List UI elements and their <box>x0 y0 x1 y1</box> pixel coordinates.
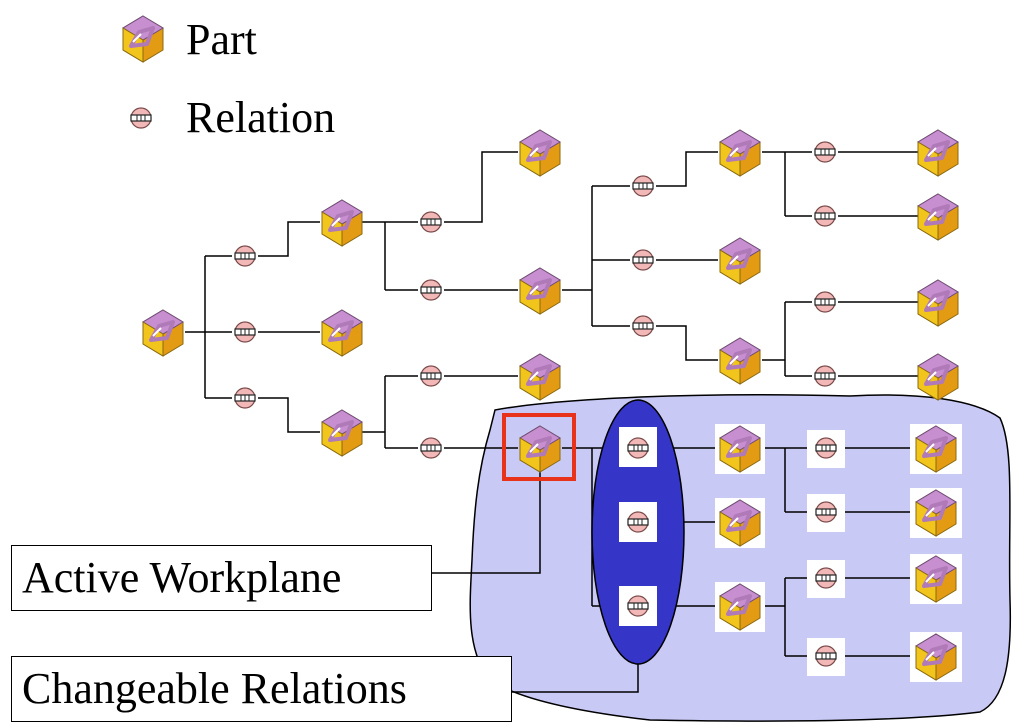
relation-icon <box>234 245 256 267</box>
tree-connectors <box>185 151 918 693</box>
part-icon <box>320 308 364 358</box>
active-workplane-callout: Active Workplane <box>11 545 432 611</box>
relation-icon <box>234 387 256 409</box>
part-icon <box>320 408 364 458</box>
relation-icon <box>815 567 837 589</box>
relation-icon <box>632 249 654 271</box>
part-icon-root <box>141 308 185 358</box>
part-icon <box>916 128 960 178</box>
part-icon <box>518 128 562 178</box>
active-workplane-highlight <box>502 413 576 481</box>
relation-icon <box>814 291 836 313</box>
relation-icon <box>420 279 442 301</box>
relation-icon <box>815 437 837 459</box>
part-icon <box>518 352 562 402</box>
part-icon <box>916 278 960 328</box>
relation-icon <box>234 321 256 343</box>
part-icon <box>718 128 762 178</box>
relation-icon <box>814 365 836 387</box>
relation-icon <box>420 437 442 459</box>
relation-icon-changeable <box>627 437 649 459</box>
part-icon <box>718 236 762 286</box>
relation-icon <box>632 315 654 337</box>
legend-part-label: Part <box>186 15 257 64</box>
part-icon <box>518 266 562 316</box>
legend-relation-label: Relation <box>186 93 336 142</box>
relation-icon-changeable <box>627 595 649 617</box>
relation-icon-changeable <box>627 511 649 533</box>
legend-part-icon <box>121 14 165 64</box>
relation-icon <box>815 501 837 523</box>
relation-icon <box>815 645 837 667</box>
part-icon <box>320 198 364 248</box>
relation-icon <box>632 175 654 197</box>
relation-icon <box>420 211 442 233</box>
legend-relation-icon <box>130 107 152 129</box>
relation-icon <box>420 365 442 387</box>
relation-icon <box>814 141 836 163</box>
part-icon <box>916 352 960 402</box>
changeable-relations-callout: Changeable Relations <box>11 656 512 722</box>
part-icon <box>718 336 762 386</box>
relation-icon <box>814 205 836 227</box>
part-icon <box>916 192 960 242</box>
